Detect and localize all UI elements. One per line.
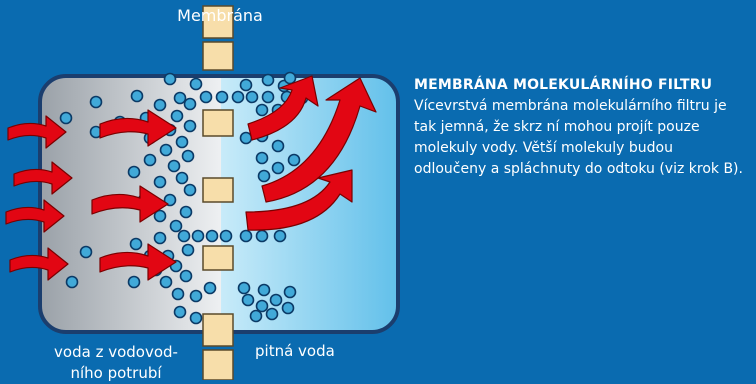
water-molecule [241,293,255,307]
water-molecule [181,149,195,163]
water-molecule [179,205,193,219]
water-molecule [181,243,195,257]
water-molecule [203,281,217,295]
water-molecule [199,90,213,104]
water-molecule [287,153,301,167]
water-molecule [89,95,103,109]
water-molecule [65,275,79,289]
water-molecule [239,229,253,243]
water-molecule [130,89,144,103]
water-molecule [261,73,275,87]
water-molecule [179,269,193,283]
water-molecule [191,229,205,243]
membrane-block [202,245,234,271]
water-molecule [177,229,191,243]
flow-arrow [247,75,319,141]
water-molecule [173,305,187,319]
flow-arrow [261,77,377,203]
water-molecule [127,165,141,179]
water-molecule [281,301,295,315]
water-molecule [255,299,269,313]
water-molecule [167,159,181,173]
water-molecule [183,97,197,111]
flow-arrows [5,75,377,281]
water-molecule [237,281,251,295]
water-molecule [163,72,177,86]
water-molecule [159,275,173,289]
membrane-block [202,109,234,137]
water-molecule [271,161,285,175]
membrane-label: Membrána [177,6,263,25]
membrane-block [202,41,234,71]
water-molecule [245,90,259,104]
water-molecule [261,90,275,104]
water-molecule [283,71,297,85]
flow-arrow [245,169,353,231]
membrane-block [202,177,234,203]
water-molecule [129,237,143,251]
flow-arrow [13,161,73,195]
water-molecule [169,219,183,233]
water-molecule [219,229,233,243]
water-molecule [183,183,197,197]
water-molecule [163,193,177,207]
tap-water-label: voda z vodovod- ního potrubí [54,343,178,382]
water-molecule [269,293,283,307]
water-molecule [170,109,184,123]
water-molecule [153,175,167,189]
water-molecule [231,90,245,104]
water-molecule [255,151,269,165]
water-molecule [175,135,189,149]
water-molecule [265,307,279,321]
membrane-block [202,313,234,347]
flow-arrow [7,115,67,149]
water-molecule [189,311,203,325]
water-molecule [255,229,269,243]
water-molecule [153,98,167,112]
flow-arrow [91,185,169,223]
water-molecule [283,285,297,299]
flow-arrow [5,199,65,233]
water-molecule [143,153,157,167]
water-molecule [127,275,141,289]
membrane-block [202,349,234,380]
description-title: MEMBRÁNA MOLEKULÁRNÍHO FILTRU [414,77,713,93]
water-molecule [173,91,187,105]
membrane [202,5,234,380]
description-body: Vícevrstvá membrána molekulárního filtru… [414,98,743,177]
water-molecule [239,78,253,92]
flow-arrow [99,109,177,147]
water-molecule [239,131,253,145]
water-molecule [189,77,203,91]
flow-arrow [99,243,177,281]
water-molecule [205,229,219,243]
membrane-block [202,5,234,39]
flow-arrow [9,247,69,281]
water-molecule [59,111,73,125]
water-molecule [79,245,93,259]
water-molecule [255,103,269,117]
water-molecule [153,231,167,245]
drinking-water-label: pitná voda [255,342,335,360]
water-molecule [273,229,287,243]
water-molecule [183,119,197,133]
description-panel: MEMBRÁNA MOLEKULÁRNÍHO FILTRU Vícevrstvá… [414,76,744,180]
water-molecule [189,289,203,303]
water-molecule [215,90,229,104]
water-molecule [159,143,173,157]
water-molecule [257,169,271,183]
water-molecule [257,283,271,297]
water-molecule [249,309,263,323]
water-molecule [171,287,185,301]
water-molecule [271,139,285,153]
water-molecule [153,209,167,223]
water-molecule [175,171,189,185]
